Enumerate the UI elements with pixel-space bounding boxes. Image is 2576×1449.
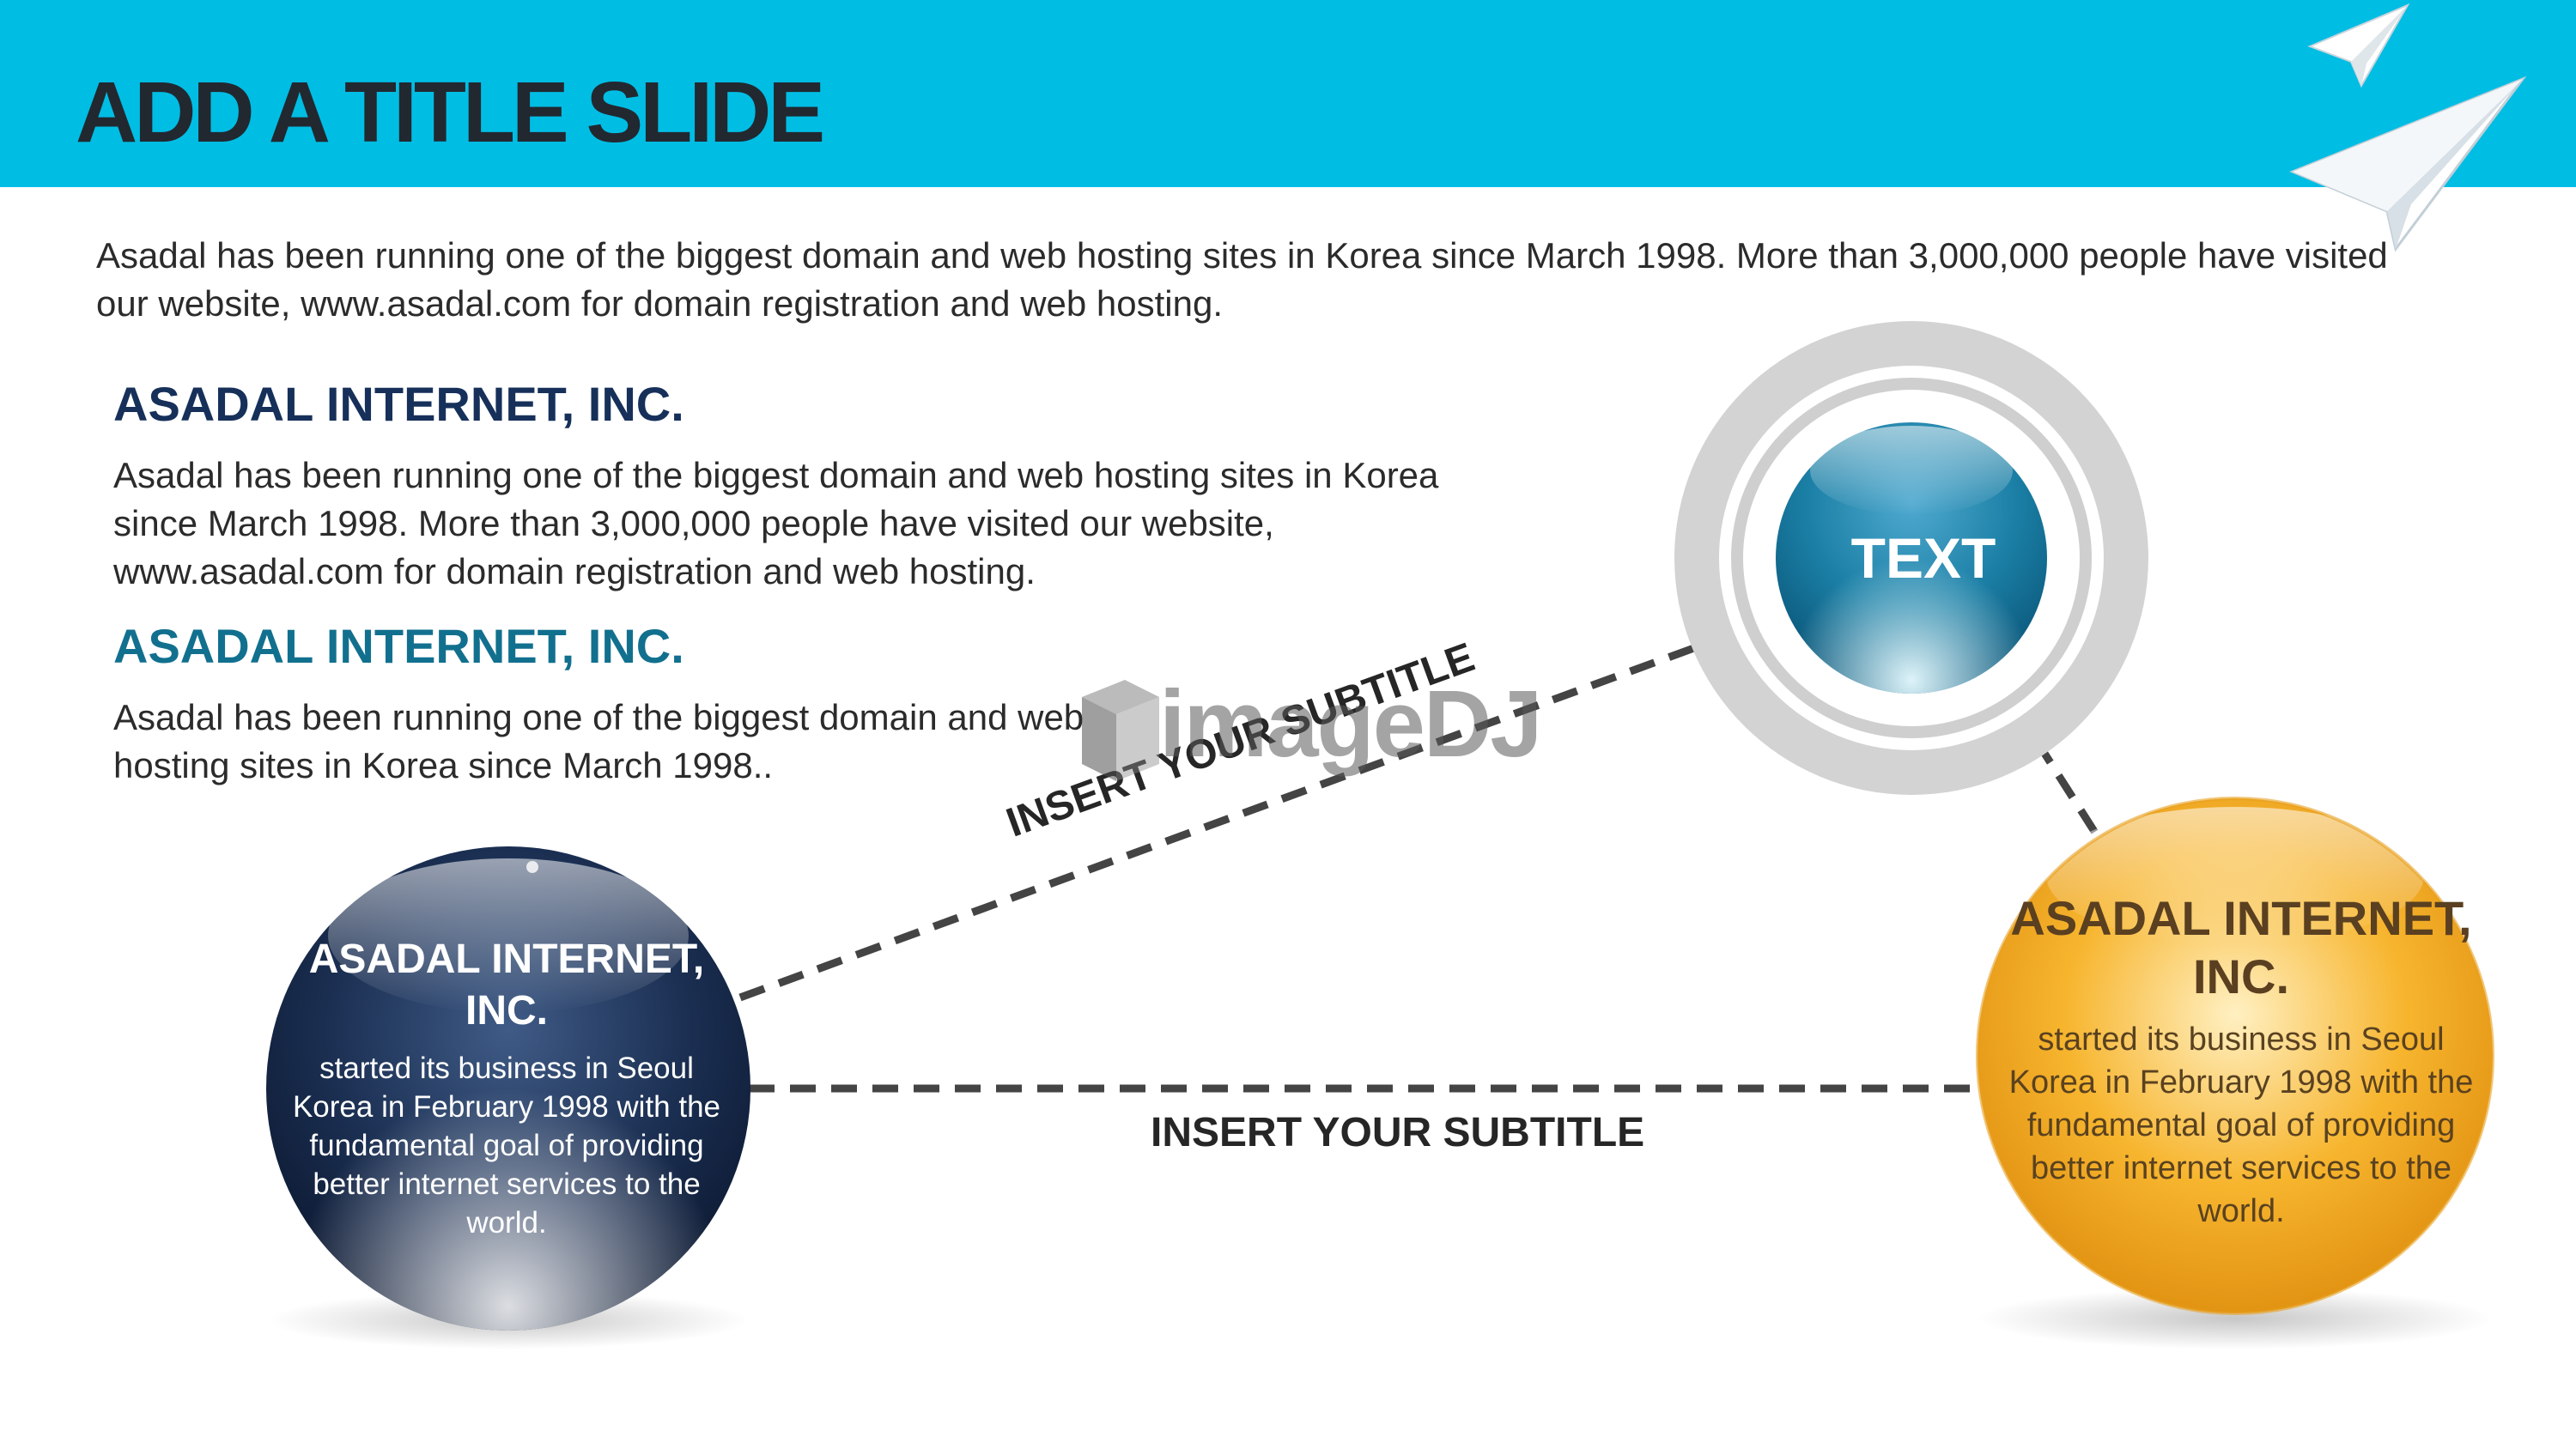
paper-plane-small-icon [2307,3,2410,88]
slide-title[interactable]: ADD A TITLE SLIDE [76,64,825,161]
paper-plane-large-icon [2289,76,2527,252]
intro-text[interactable]: Asadal has been running one of the bigge… [96,235,2388,324]
section-body-2[interactable]: Asadal has been running one of the bigge… [113,697,1084,785]
paper-planes [2289,3,2527,252]
gold-ball-text: ASADAL INTERNET, INC. started its busine… [2001,889,2482,1233]
navy-ball[interactable] [266,846,750,1349]
gold-ball[interactable] [1976,797,2494,1349]
watermark: imageDJ [1073,670,1543,781]
watermark-logo-icon [1082,680,1159,781]
section-body-1[interactable]: Asadal has been running one of the bigge… [113,455,1439,591]
gold-ball-desc[interactable]: started its business in Seoul Korea in F… [2008,1022,2474,1229]
watermark-text: imageDJ [1159,671,1543,777]
section-heading-2[interactable]: ASADAL INTERNET, INC. [113,619,684,673]
navy-ball-text: ASADAL INTERNET, INC. started its busine… [283,934,730,1242]
navy-ball-desc[interactable]: started its business in Seoul Korea in F… [292,1052,721,1240]
section-heading-1[interactable]: ASADAL INTERNET, INC. [113,377,684,431]
teal-target[interactable] [1674,321,2148,795]
navy-ball-title[interactable]: ASADAL INTERNET, INC. [308,937,705,1034]
header-bar [0,0,2576,187]
subtitle-bottom[interactable]: INSERT YOUR SUBTITLE [1151,1110,1645,1155]
gold-ball-title[interactable]: ASADAL INTERNET, INC. [2010,891,2472,1003]
center-label[interactable]: TEXT [1850,526,1996,590]
